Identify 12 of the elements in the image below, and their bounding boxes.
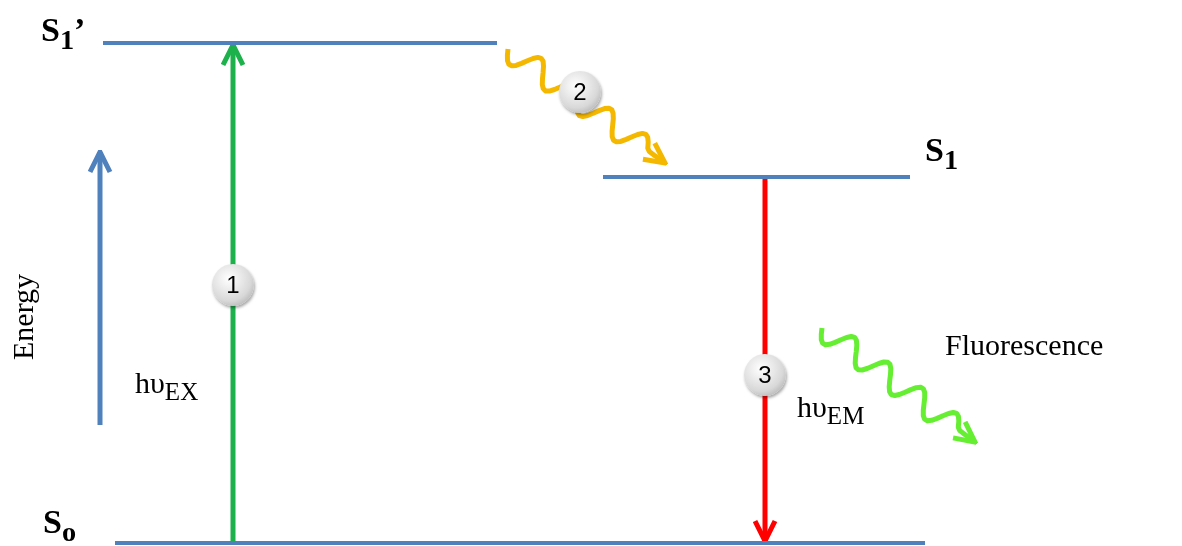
callout-number: 3	[744, 354, 786, 396]
process-label: Fluorescence	[945, 330, 1104, 360]
arrow	[752, 179, 778, 544]
callout-number: 1	[212, 264, 254, 306]
callout-number: 2	[559, 71, 601, 113]
axis-label: Energy	[8, 273, 38, 360]
photon-energy-label: hυ$_{EX}$	[135, 368, 199, 404]
arrow	[220, 42, 246, 541]
state-label: S$_{1}$	[925, 133, 959, 175]
state-label: S$_{1}$’	[41, 13, 86, 55]
state-label: S$_{o}$	[43, 505, 77, 546]
photon-energy-label: hυ$_{EM}$	[797, 392, 865, 428]
